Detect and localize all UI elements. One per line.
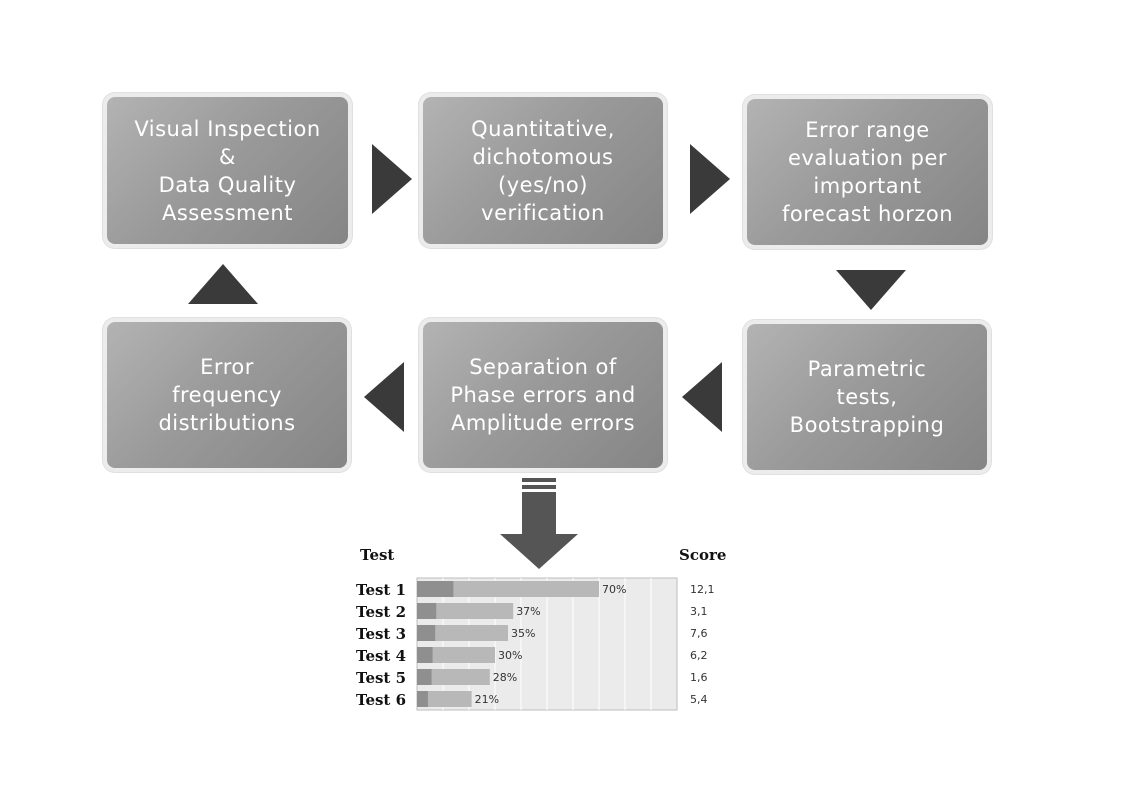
table-header-score: Score [679, 546, 727, 564]
bar [417, 603, 514, 619]
box-line: tests, [836, 385, 898, 409]
box-line: Separation of [469, 355, 617, 379]
box-text: Visual Inspection & Data Quality Assessm… [128, 115, 326, 227]
box-error-range-evaluation: Error range evaluation per important for… [747, 99, 988, 245]
bar-accent [417, 647, 433, 663]
bar [417, 625, 508, 641]
box-line: & [219, 144, 236, 169]
box-line: dichotomous [472, 144, 614, 169]
bar-accent [417, 669, 432, 685]
box-line: verification [481, 200, 605, 225]
bar-accent [417, 581, 454, 597]
row-label: Test 4 [356, 647, 407, 665]
arrow-down-icon [836, 270, 906, 310]
box-line: Assessment [162, 200, 293, 225]
bar-accent [417, 603, 437, 619]
box-line: frequency [172, 383, 282, 407]
bar [417, 669, 490, 685]
box-text: Parametric tests, Bootstrapping [784, 355, 951, 439]
box-line: Error [200, 355, 254, 379]
box-quantitative-verification: Quantitative, dichotomous (yes/no) verif… [423, 97, 663, 244]
box-phase-amplitude-separation: Separation of Phase errors and Amplitude… [423, 322, 663, 468]
bar-percent-label: 30% [498, 649, 522, 662]
box-line: Phase errors and [450, 383, 636, 407]
row-label: Test 6 [356, 691, 407, 709]
box-text: Error frequency distributions [152, 353, 301, 437]
row-score: 6,2 [690, 649, 708, 662]
box-text: Separation of Phase errors and Amplitude… [444, 353, 641, 437]
arrow-right-icon [690, 144, 730, 214]
row-score: 7,6 [690, 627, 708, 640]
arrow-up-icon [188, 264, 258, 304]
row-score: 1,6 [690, 671, 708, 684]
big-down-arrow-icon [500, 478, 578, 569]
score-bar-chart: 70% 37% 35% 30% 28% 21% [416, 577, 678, 711]
arrow-left-icon [682, 362, 722, 432]
bar [417, 647, 495, 663]
bar-percent-label: 28% [493, 671, 517, 684]
row-score: 3,1 [690, 605, 708, 618]
bar-percent-label: 37% [516, 605, 540, 618]
bar-accent [417, 691, 428, 707]
box-line: important [813, 174, 922, 198]
box-line: Parametric [807, 357, 927, 381]
row-score: 5,4 [690, 693, 708, 706]
box-parametric-tests: Parametric tests, Bootstrapping [747, 324, 987, 470]
box-line: forecast horzon [781, 202, 954, 226]
bar-percent-label: 70% [602, 583, 626, 596]
box-line: Bootstrapping [789, 413, 945, 437]
box-visual-inspection: Visual Inspection & Data Quality Assessm… [107, 97, 348, 244]
bar [417, 581, 599, 597]
arrow-right-icon [372, 144, 412, 214]
box-line: (yes/no) [498, 172, 588, 197]
row-label: Test 1 [356, 581, 407, 599]
row-label: Test 5 [356, 669, 407, 687]
box-text: Quantitative, dichotomous (yes/no) verif… [465, 115, 621, 227]
box-error-frequency: Error frequency distributions [107, 322, 347, 468]
box-text: Error range evaluation per important for… [776, 116, 959, 228]
row-label: Test 2 [356, 603, 407, 621]
box-line: Quantitative, [471, 116, 615, 141]
row-score: 12,1 [690, 583, 715, 596]
arrow-left-icon [364, 362, 404, 432]
box-line: Data Quality [158, 172, 297, 197]
row-label: Test 3 [356, 625, 407, 643]
bar [417, 691, 472, 707]
box-line: Error range [805, 118, 930, 142]
bar-percent-label: 21% [475, 693, 499, 706]
box-line: distributions [158, 411, 296, 435]
box-line: Visual Inspection [134, 116, 321, 141]
bar-accent [417, 625, 436, 641]
bar-percent-label: 35% [511, 627, 535, 640]
box-line: evaluation per [787, 146, 947, 170]
box-line: Amplitude errors [450, 411, 636, 435]
table-header-test: Test [360, 546, 395, 564]
